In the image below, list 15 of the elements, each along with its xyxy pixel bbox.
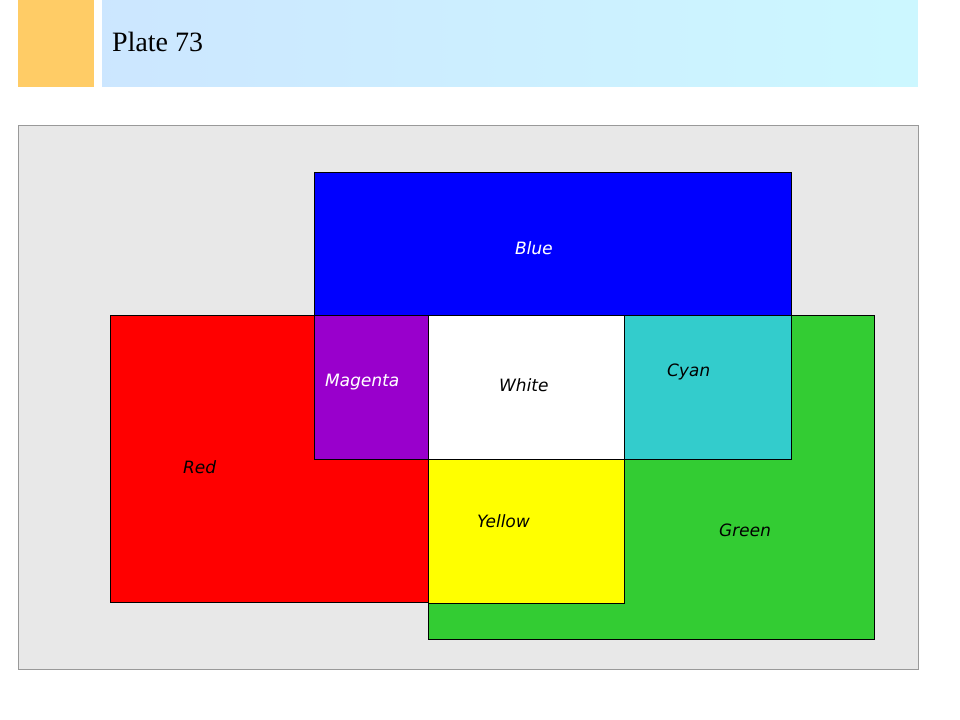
color-region [428,459,625,604]
region-label: Cyan [667,361,710,381]
color-region [314,172,792,316]
region-label: White [499,376,548,396]
region-label: Magenta [325,371,400,391]
color-region [428,315,625,460]
region-label: Yellow [477,512,530,532]
region-label: Blue [515,239,553,259]
region-label: Red [183,458,216,478]
color-region [624,315,792,460]
slide-title: Plate 73 [112,27,203,59]
color-region [314,315,430,460]
region-label: Green [719,521,771,541]
color-region [428,315,875,640]
color-region [110,315,430,603]
